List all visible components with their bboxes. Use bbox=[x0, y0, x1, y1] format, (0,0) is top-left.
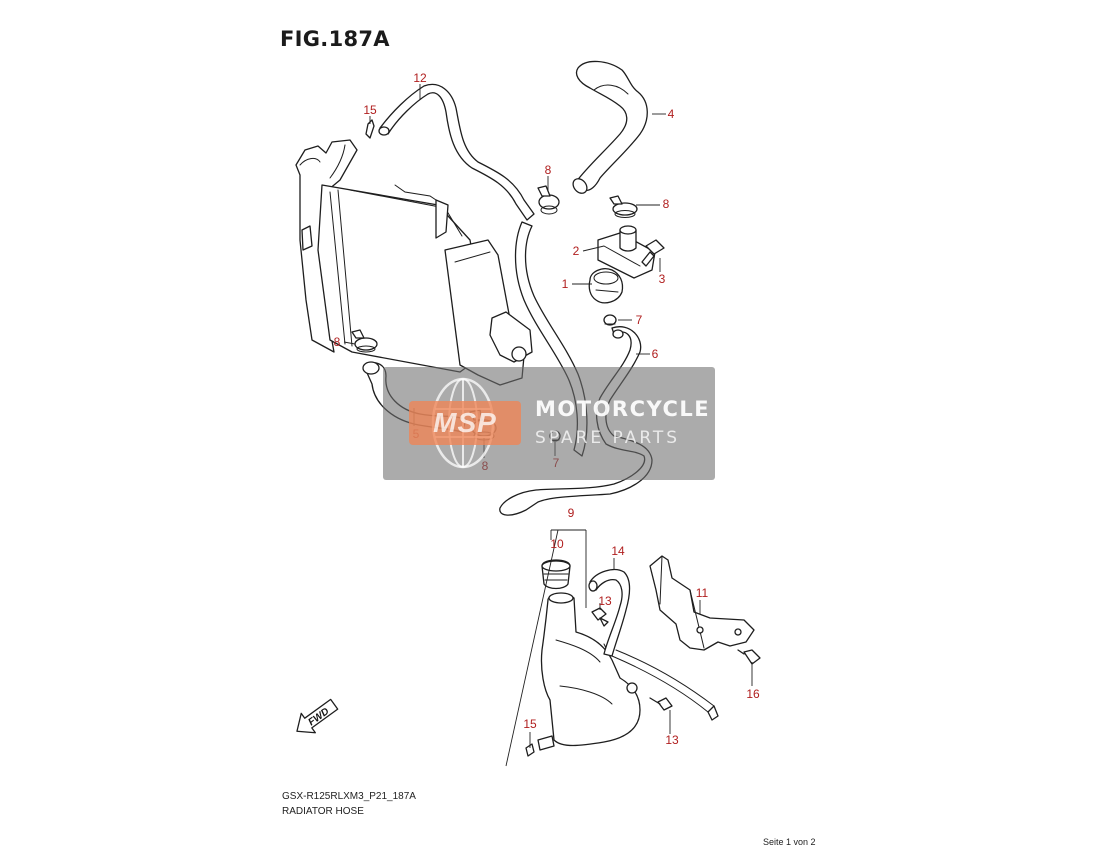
radiator bbox=[295, 139, 533, 386]
callout-16: 16 bbox=[746, 687, 760, 701]
callout-4: 4 bbox=[668, 107, 675, 121]
page-indicator: Seite 1 von 2 bbox=[763, 837, 816, 847]
callout-13-lower: 13 bbox=[665, 733, 679, 747]
clip-7-upper bbox=[603, 314, 617, 326]
figure-code: GSX-R125RLXM3_P21_187A bbox=[282, 791, 416, 802]
clamp-8-left bbox=[351, 329, 378, 353]
bolt-3 bbox=[641, 239, 665, 267]
hose-14 bbox=[588, 568, 719, 721]
callout-numbers: 12 15 4 8 8 2 3 1 7 6 8 5 8 7 9 10 14 13… bbox=[334, 71, 760, 747]
callout-3: 3 bbox=[659, 272, 666, 286]
hose-12 bbox=[378, 83, 535, 221]
bolt-13-lower bbox=[649, 697, 673, 711]
thermostat-cover-2 bbox=[597, 225, 656, 279]
clip-15-top bbox=[365, 119, 375, 139]
forward-direction-arrow: FWD bbox=[296, 698, 339, 734]
callout-8-upper-right: 8 bbox=[663, 197, 670, 211]
clamp-8-upper-left bbox=[537, 185, 560, 215]
figure-description: RADIATOR HOSE bbox=[282, 806, 364, 817]
callout-13-upper: 13 bbox=[598, 594, 612, 608]
callout-11: 11 bbox=[696, 586, 709, 600]
bracket-11 bbox=[649, 555, 755, 651]
watermark-banner: MSP MOTORCYCLE SPARE PARTS bbox=[383, 367, 715, 480]
watermark-badge-text: MSP bbox=[433, 407, 497, 438]
callout-8-upper-left: 8 bbox=[545, 163, 552, 177]
callout-8-left: 8 bbox=[334, 335, 341, 349]
callout-12: 12 bbox=[413, 71, 427, 85]
watermark-brand: MOTORCYCLE bbox=[535, 397, 711, 421]
clamp-8-upper-right bbox=[609, 195, 638, 218]
callout-1: 1 bbox=[562, 277, 569, 291]
callout-15-lower: 15 bbox=[523, 717, 537, 731]
callout-7-upper: 7 bbox=[636, 313, 643, 327]
watermark-badge: MSP bbox=[409, 401, 521, 445]
hose-4 bbox=[572, 60, 648, 194]
bolt-16 bbox=[737, 649, 761, 665]
callout-10: 10 bbox=[550, 537, 564, 551]
watermark-tagline: SPARE PARTS bbox=[535, 428, 681, 448]
callout-14: 14 bbox=[611, 544, 625, 558]
callout-2: 2 bbox=[573, 244, 580, 258]
cap-10 bbox=[541, 559, 571, 590]
bolt-13-upper bbox=[591, 607, 609, 627]
callout-15-top: 15 bbox=[363, 103, 377, 117]
callout-6: 6 bbox=[652, 347, 659, 361]
callout-9: 9 bbox=[568, 506, 575, 520]
figure-title: FIG.187A bbox=[280, 27, 390, 51]
thermostat-1 bbox=[588, 268, 624, 304]
